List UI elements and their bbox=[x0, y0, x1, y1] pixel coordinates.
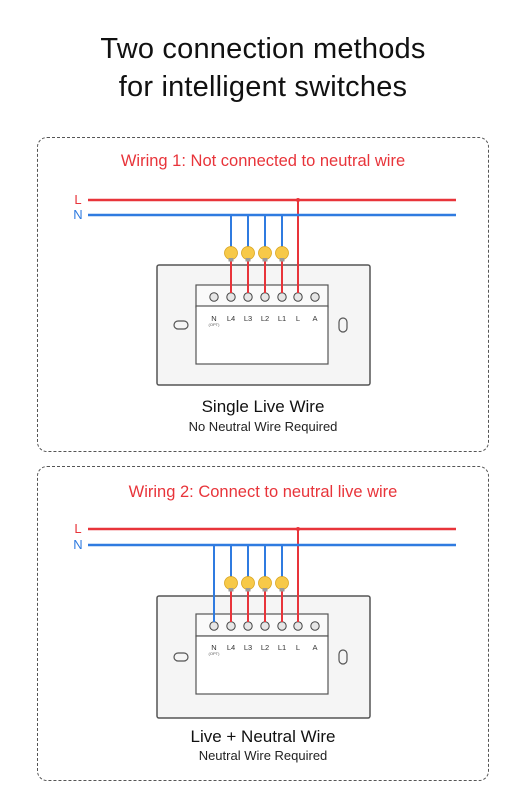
terminal-label-l1: L1 bbox=[278, 643, 286, 652]
bulb-icon bbox=[224, 246, 238, 260]
junction-dot bbox=[296, 527, 300, 531]
terminal-label-n: N bbox=[211, 314, 216, 323]
terminal-screw bbox=[243, 621, 253, 631]
bulb-icon bbox=[241, 576, 255, 590]
terminal-label-n: N bbox=[211, 643, 216, 652]
terminal-note: (OPT) bbox=[209, 651, 221, 656]
bulb-base bbox=[228, 258, 234, 262]
terminal-screw bbox=[226, 621, 236, 631]
mount-slot-left bbox=[173, 320, 189, 330]
terminal-screw bbox=[310, 292, 320, 302]
terminal-screw bbox=[209, 292, 219, 302]
title-line-2: for intelligent switches bbox=[118, 71, 408, 103]
terminal-screw bbox=[209, 621, 219, 631]
terminal-label-l1: L1 bbox=[278, 314, 286, 323]
bulb-icon bbox=[275, 246, 289, 260]
terminal-screw bbox=[293, 292, 303, 302]
live-wire-label: L bbox=[74, 521, 81, 536]
terminal-screw bbox=[260, 292, 270, 302]
terminal-label-l: L bbox=[296, 643, 300, 652]
neutral-wire-label: N bbox=[73, 207, 82, 222]
bulb-base bbox=[279, 588, 285, 592]
mount-slot-right bbox=[338, 649, 348, 665]
junction-dot bbox=[296, 198, 300, 202]
terminal-label-l2: L2 bbox=[261, 314, 269, 323]
terminal-screw bbox=[277, 292, 287, 302]
wiring-2-caption: Live + Neutral Wire bbox=[190, 727, 336, 746]
wiring-1-heading: Wiring 1: Not connected to neutral wire bbox=[120, 152, 406, 170]
terminal-screw bbox=[310, 621, 320, 631]
bulb-base bbox=[262, 588, 268, 592]
bulb-base bbox=[262, 258, 268, 262]
wiring-2-heading: Wiring 2: Connect to neutral live wire bbox=[128, 483, 398, 501]
bulb-icon bbox=[275, 576, 289, 590]
bulb-icon bbox=[258, 576, 272, 590]
bulb-base bbox=[228, 588, 234, 592]
live-wire-label: L bbox=[74, 192, 81, 207]
page-title: Two connection methods for intelligent s… bbox=[0, 30, 526, 106]
wiring-1-caption: Single Live Wire bbox=[201, 397, 325, 416]
mount-slot-right bbox=[338, 317, 348, 333]
terminal-screw bbox=[260, 621, 270, 631]
bulb-icon bbox=[241, 246, 255, 260]
terminal-label-l: L bbox=[296, 314, 300, 323]
terminal-note: (OPT) bbox=[209, 322, 221, 327]
terminal-label-l3: L3 bbox=[244, 314, 252, 323]
bulb-base bbox=[245, 588, 251, 592]
bulb-icon bbox=[224, 576, 238, 590]
wiring-panel-2: Wiring 2: Connect to neutral live wire L… bbox=[37, 466, 489, 781]
wiring-panel-1: Wiring 1: Not connected to neutral wire … bbox=[37, 137, 489, 452]
terminal-screw bbox=[277, 621, 287, 631]
mount-slot-left bbox=[173, 652, 189, 662]
switch-module bbox=[195, 635, 329, 695]
terminal-label-a: A bbox=[312, 314, 317, 323]
wiring-1-subcaption: No Neutral Wire Required bbox=[188, 419, 338, 434]
terminal-screw bbox=[226, 292, 236, 302]
bulb-base bbox=[279, 258, 285, 262]
terminal-screw bbox=[293, 621, 303, 631]
terminal-label-l3: L3 bbox=[244, 643, 252, 652]
switch-module bbox=[195, 305, 329, 365]
terminal-label-a: A bbox=[312, 643, 317, 652]
wiring-2-subcaption: Neutral Wire Required bbox=[198, 748, 328, 763]
bulb-base bbox=[245, 258, 251, 262]
bulb-icon bbox=[258, 246, 272, 260]
title-line-1: Two connection methods bbox=[100, 33, 426, 65]
terminal-screw bbox=[243, 292, 253, 302]
terminal-label-l4: L4 bbox=[227, 643, 235, 652]
neutral-wire-label: N bbox=[73, 537, 82, 552]
terminal-label-l2: L2 bbox=[261, 643, 269, 652]
terminal-label-l4: L4 bbox=[227, 314, 235, 323]
